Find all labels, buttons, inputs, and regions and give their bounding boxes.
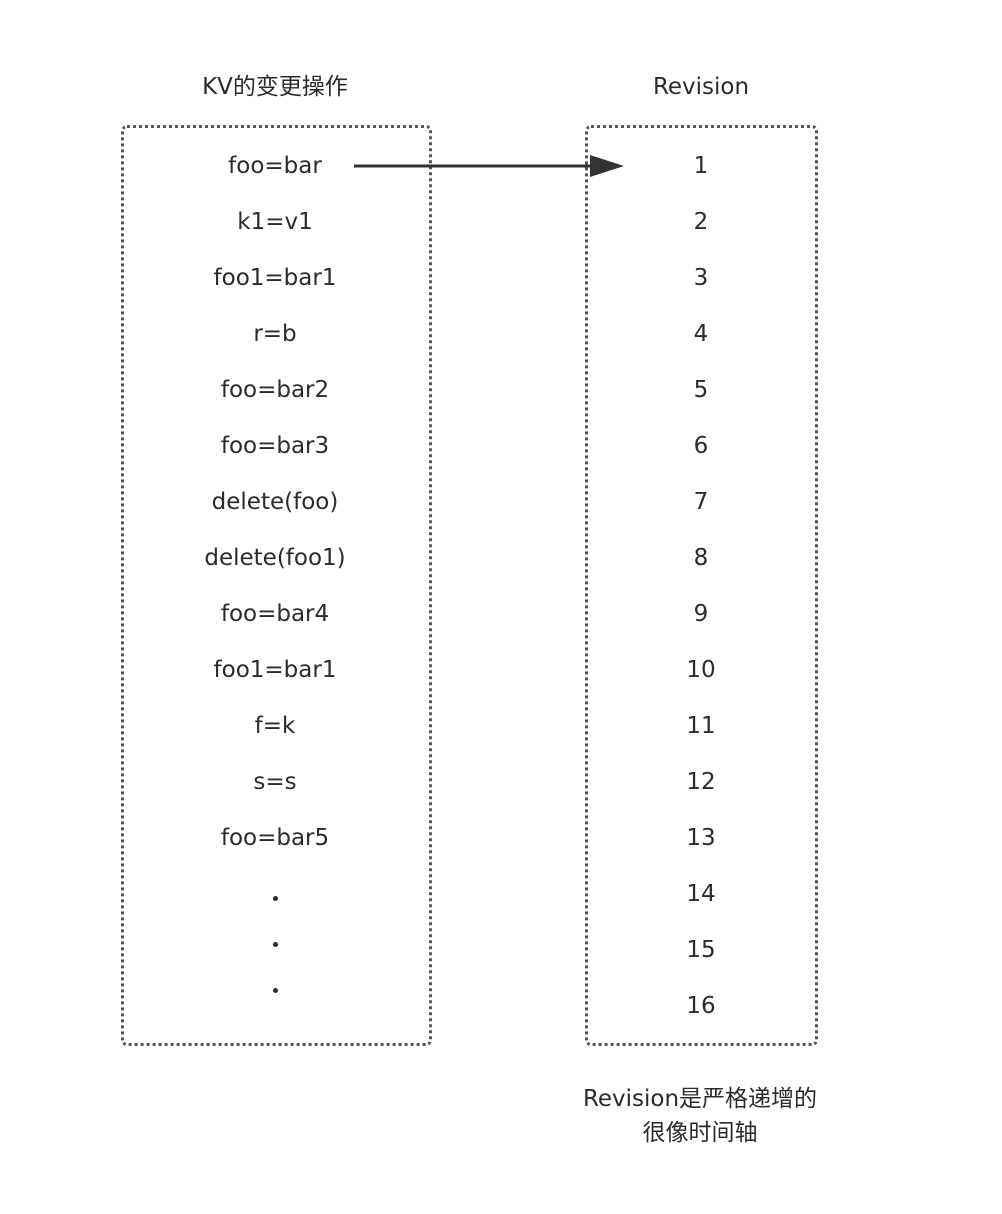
revision-item: 3 [693,265,709,291]
operation-item: foo=bar3 [220,433,330,459]
revision-item: 4 [693,321,709,347]
operations-header: KV的变更操作 [202,74,348,100]
revision-item: 7 [693,489,709,515]
operation-item: f=k [254,713,296,739]
revision-item: 16 [686,993,716,1019]
operation-item: foo1=bar1 [213,265,337,291]
caption: Revision是严格递增的 很像时间轴 [540,1082,860,1150]
revision-box [585,125,818,1046]
operation-item: foo=bar5 [220,825,330,851]
ellipsis-dot [273,896,278,901]
operations-box [121,125,432,1046]
ellipsis-dot [273,988,278,993]
revision-item: 12 [686,769,716,795]
revision-item: 2 [693,209,709,235]
operation-item: foo1=bar1 [213,657,337,683]
ellipsis-dot [273,942,278,947]
revision-item: 11 [686,713,716,739]
revision-header: Revision [652,74,750,100]
operation-item: foo=bar4 [220,601,330,627]
operation-item: delete(foo) [211,489,339,515]
operation-item: r=b [253,321,297,347]
revision-item: 5 [693,377,709,403]
revision-item: 8 [693,545,709,571]
operation-item: foo=bar [228,153,322,179]
revision-item: 9 [693,601,709,627]
operation-item: foo=bar2 [220,377,330,403]
revision-item: 6 [693,433,709,459]
operation-item: k1=v1 [237,209,313,235]
caption-line-2: 很像时间轴 [642,1120,758,1146]
revision-item: 13 [686,825,716,851]
operation-item: delete(foo1) [204,545,346,571]
caption-line-1: Revision是严格递增的 [582,1086,818,1112]
revision-item: 15 [686,937,716,963]
revision-item: 1 [693,153,709,179]
operation-item: s=s [253,769,297,795]
revision-item: 14 [686,881,716,907]
revision-item: 10 [686,657,716,683]
